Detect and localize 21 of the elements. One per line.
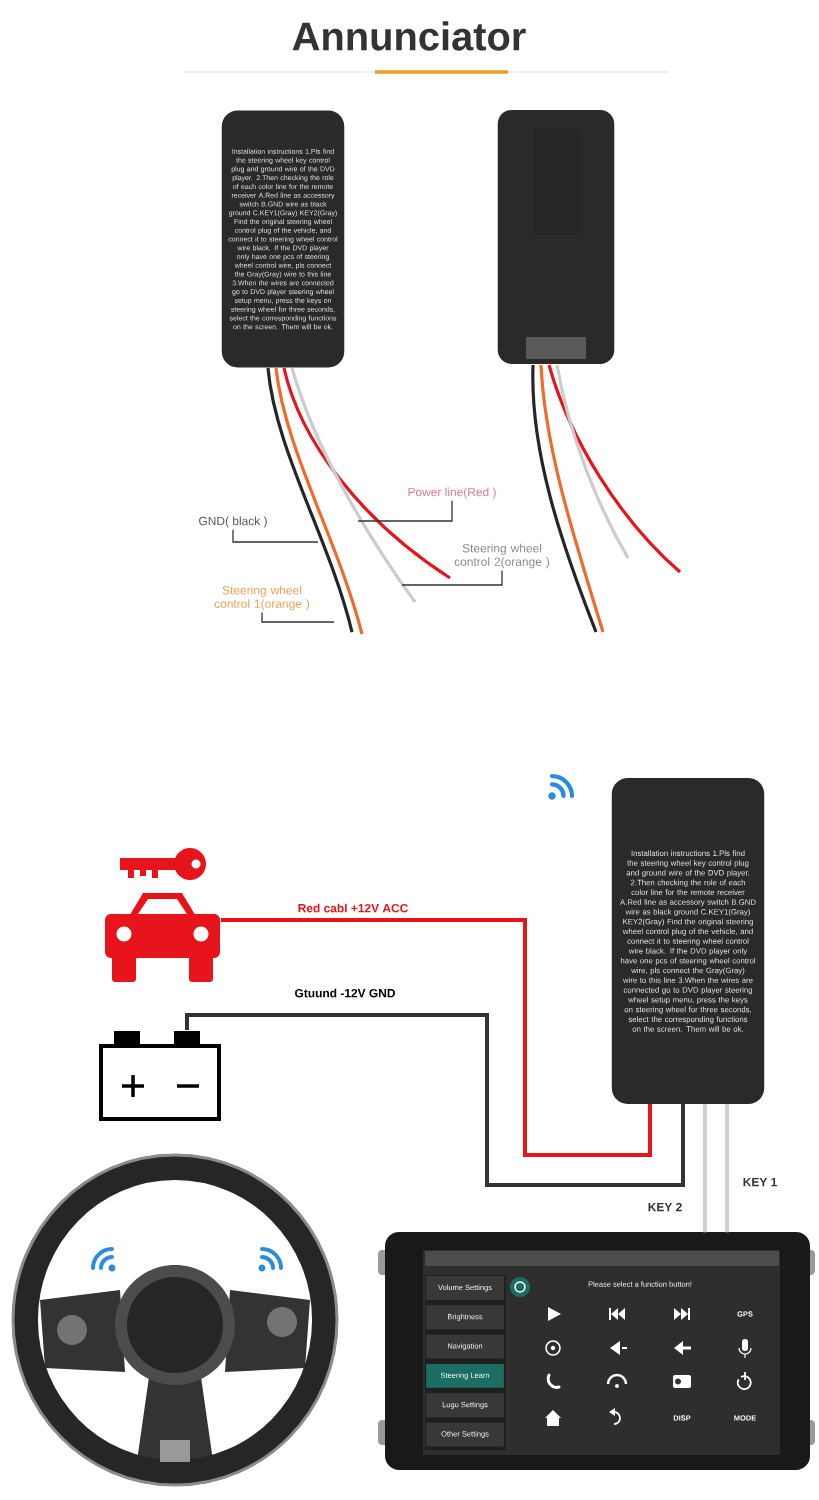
battery-drawing [99,1031,221,1121]
wire-label: GND( black ) [199,516,267,528]
cable-line [221,918,652,1157]
leader-line [401,569,503,586]
cable-line [703,1104,707,1233]
wire-label: Steering wheel control 2(orange ) [454,543,550,569]
edge-label: KEY 1 [741,1176,779,1188]
edge-label: KEY 2 [646,1201,684,1213]
wire-label: Power line(Red ) [408,487,496,499]
steering-wheel-drawing [11,1153,339,1487]
edge-label: Gtuund -12V GND [293,987,397,999]
title: Annunciator [292,21,526,51]
car-key-drawing [105,848,220,982]
wire-label: Steering wheel control 1(orange ) [214,585,310,611]
leader-line [232,529,319,543]
cable-line [725,1104,729,1233]
edge-label: Red cabl +12V ACC [296,902,410,914]
leader-line [357,500,453,522]
module-drawing [497,109,615,365]
cable-line [185,1013,685,1187]
leader-line [261,611,335,623]
